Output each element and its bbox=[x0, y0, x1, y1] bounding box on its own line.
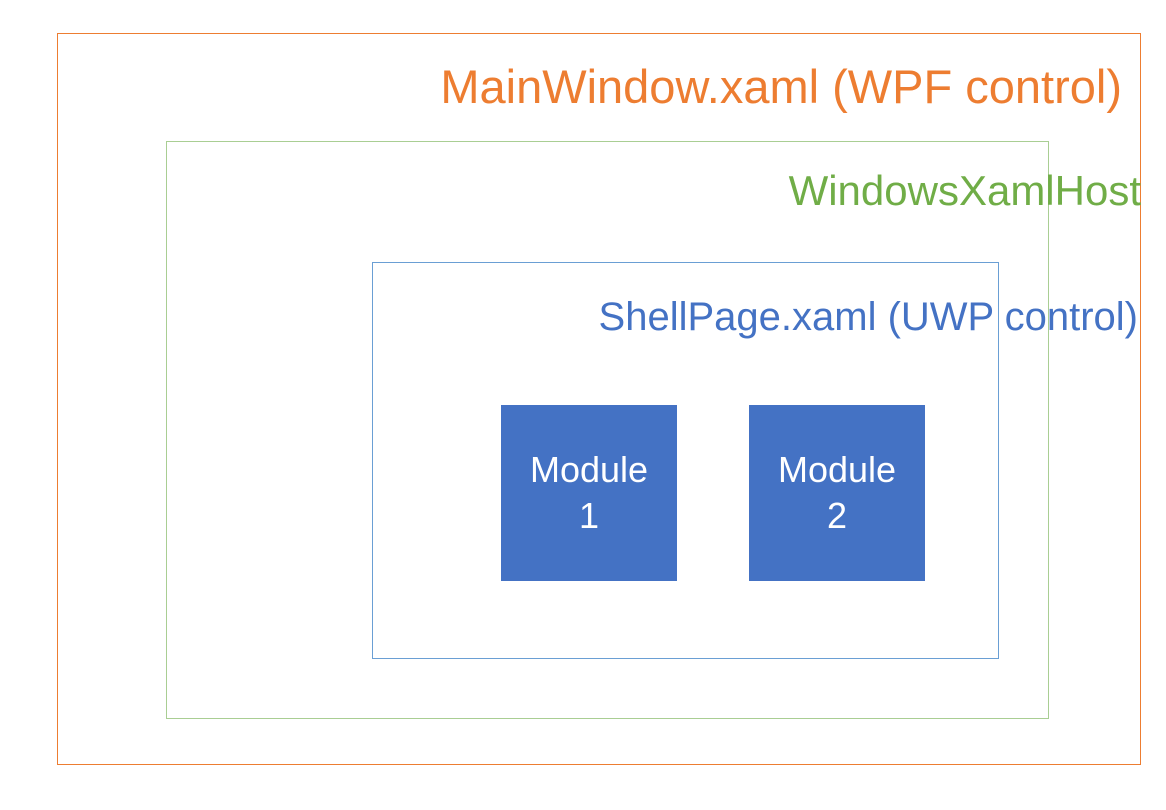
frame-shellpage-label: ShellPage.xaml (UWP control) bbox=[598, 295, 1138, 339]
frame-mainwindow-label: MainWindow.xaml (WPF control) bbox=[440, 60, 1122, 113]
module-block-2-line2: 2 bbox=[826, 495, 848, 536]
frame-windowsxamlhost-label: WindowsXamlHost bbox=[788, 167, 1141, 214]
module-block-1: Module 1 bbox=[501, 405, 677, 581]
frame-shellpage bbox=[372, 262, 999, 659]
module-block-1-line2: 1 bbox=[578, 495, 600, 536]
module-block-2-line1: Module bbox=[777, 448, 897, 490]
module-block-1-line1: Module bbox=[529, 448, 649, 490]
frame-windowsxamlhost bbox=[166, 141, 1049, 719]
frame-mainwindow bbox=[57, 33, 1141, 765]
module-block-2: Module 2 bbox=[749, 405, 925, 581]
